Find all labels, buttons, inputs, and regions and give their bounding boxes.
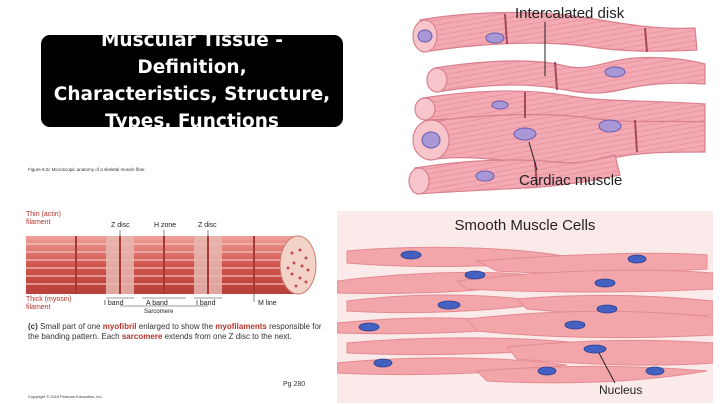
smooth-muscle-illustration (337, 246, 713, 384)
z-disc-label-1: Z disc (111, 222, 130, 229)
m-line-label: M line (258, 300, 277, 307)
page-number: Pg 280 (283, 381, 306, 388)
i-band-label-2: I band (196, 300, 216, 307)
smooth-muscle-title: Smooth Muscle Cells (454, 217, 596, 234)
caption-part-2: responsible for the banding pattern. Eac… (28, 322, 322, 341)
smooth-muscle-panel: Smooth Muscle Cells Nucleus (337, 211, 713, 403)
title-box: Muscular Tissue - Definition, Characteri… (41, 30, 343, 132)
a-band-label: A band (146, 300, 168, 307)
caption-enlarged: enlarged to show the (138, 322, 214, 331)
h-zone-label: H zone (154, 222, 177, 229)
title-line-2: Characteristics, Structure, (53, 84, 331, 105)
i-band-label-1: I band (104, 300, 124, 307)
myofibril-illustration (26, 230, 317, 307)
myofibril-caption: (c) Small part of one myofibril enlarged… (28, 322, 328, 342)
thin-filament-label: Thin (actin) filament (26, 211, 62, 226)
figure-caption: Figure 9.2c Microscopic anatomy of a ske… (28, 167, 146, 172)
sarcomere-label: Sarcomere (144, 309, 174, 315)
caption-myofilaments: myofilaments (215, 322, 267, 331)
caption-myofibril: myofibril (102, 322, 137, 331)
thick-filament-label: Thick (myosin) filament (26, 296, 72, 311)
copyright-text: Copyright © 2010 Pearson Education, Inc. (28, 394, 103, 399)
nucleus-label: Nucleus (599, 383, 643, 397)
title-line-1: Muscular Tissue - Definition, (101, 30, 283, 78)
cardiac-muscle-illustration (408, 11, 706, 195)
caption-part-1: Small part of one (40, 322, 101, 331)
intercalated-disk-label: Intercalated disk (515, 5, 625, 22)
caption-sarcomere: sarcomere (121, 332, 163, 341)
title-line-3: Types, Functions (105, 111, 279, 132)
z-disc-label-2: Z disc (198, 222, 217, 229)
cardiac-muscle-label: Cardiac muscle (519, 172, 623, 189)
caption-letter: (c) (28, 322, 38, 331)
caption-part-3: extends from one Z disc to the next. (164, 332, 292, 341)
